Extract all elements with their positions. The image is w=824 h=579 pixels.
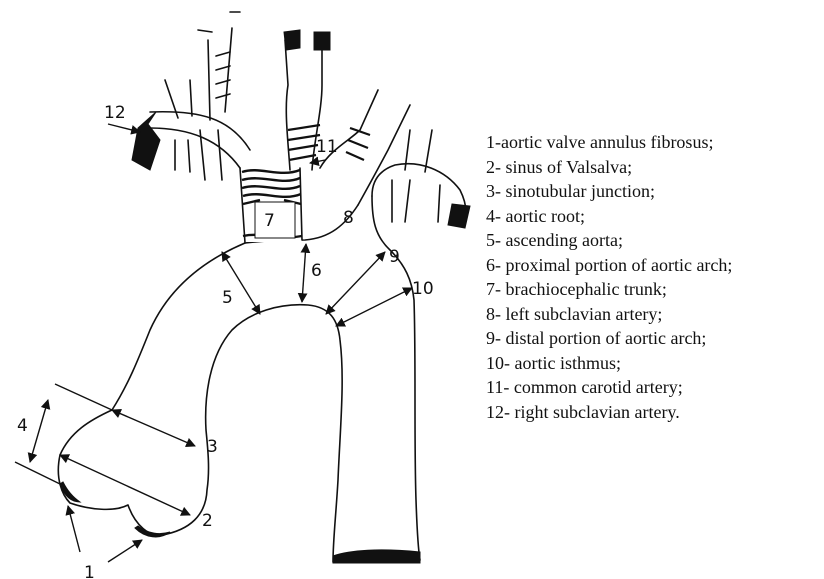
legend-item: 4- aortic root; <box>486 204 822 229</box>
legend-list: 1-aortic valve annulus fibrosus; 2- sinu… <box>486 130 822 424</box>
left-arch-cut-end <box>448 204 470 228</box>
legend-item: 11- common carotid artery; <box>486 375 822 400</box>
label-5: 5 <box>222 288 233 308</box>
carotid-cut-ends <box>284 30 330 50</box>
label-10: 10 <box>412 279 434 299</box>
label-9: 9 <box>389 247 400 267</box>
legend-item: 1-aortic valve annulus fibrosus; <box>486 130 822 155</box>
label-12: 12 <box>104 103 126 123</box>
label-11: 11 <box>316 137 338 157</box>
label-2: 2 <box>202 511 213 531</box>
legend-item: 12- right subclavian artery. <box>486 400 822 425</box>
right-subclavian-cut-end <box>132 112 160 170</box>
brachiocephalic-label-box <box>255 202 295 238</box>
right-subclavian-artery <box>150 112 250 168</box>
descending-aorta-cut-end <box>333 550 420 563</box>
label-6: 6 <box>311 261 322 281</box>
legend-item: 5- ascending aorta; <box>486 228 822 253</box>
legend-item: 8- left subclavian artery; <box>486 302 822 327</box>
label-4: 4 <box>17 416 28 436</box>
legend-item: 9- distal portion of aortic arch; <box>486 326 822 351</box>
label-1: 1 <box>84 563 95 579</box>
left-arch-branches <box>392 130 440 222</box>
arrow-1a <box>68 506 80 552</box>
legend-item: 10- aortic isthmus; <box>486 351 822 376</box>
arrow-1b <box>108 540 142 562</box>
arrow-9 <box>326 252 385 314</box>
arrow-10 <box>336 288 412 326</box>
arrow-6 <box>302 244 306 302</box>
aorta-outer-wall <box>58 243 342 562</box>
right-upper-branches <box>198 12 240 120</box>
legend-item: 7- brachiocephalic trunk; <box>486 277 822 302</box>
label-7: 7 <box>264 211 275 231</box>
arrow-3 <box>112 410 195 446</box>
arrow-12 <box>108 124 140 132</box>
legend-item: 3- sinotubular junction; <box>486 179 822 204</box>
label-3: 3 <box>207 437 218 457</box>
valve-cusp-mark-right <box>135 526 170 537</box>
arrow-4 <box>30 400 48 462</box>
legend-item: 2- sinus of Valsalva; <box>486 155 822 180</box>
arrow-4-tick-bottom <box>15 462 60 484</box>
legend-item: 6- proximal portion of aortic arch; <box>486 253 822 278</box>
label-8: 8 <box>343 208 354 228</box>
arrow-4-tick-top <box>55 384 112 410</box>
